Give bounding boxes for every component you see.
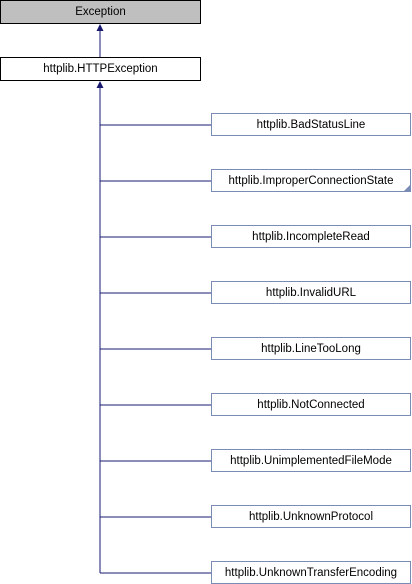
node-unimplementedfilemode[interactable]: httplib.UnimplementedFileMode — [211, 449, 411, 472]
node-exception[interactable]: Exception — [0, 0, 201, 24]
node-notconnected[interactable]: httplib.NotConnected — [211, 393, 411, 416]
node-unknownprotocol-label: httplib.UnknownProtocol — [248, 511, 373, 523]
node-badstatusline-label: httplib.BadStatusLine — [256, 119, 366, 131]
node-exception-label: Exception — [75, 6, 126, 18]
node-improperconnectionstate[interactable]: httplib.ImproperConnectionState — [211, 169, 411, 192]
node-badstatusline[interactable]: httplib.BadStatusLine — [211, 113, 411, 136]
node-incompleteread[interactable]: httplib.IncompleteRead — [211, 225, 411, 248]
arrowhead-parent — [96, 81, 104, 88]
node-improperconnectionstate-label: httplib.ImproperConnectionState — [228, 175, 394, 187]
node-unimplementedfilemode-label: httplib.UnimplementedFileMode — [230, 455, 392, 467]
node-unknowntransferencoding-label: httplib.UnknownTransferEncoding — [224, 567, 398, 579]
arrowhead-root — [96, 24, 104, 31]
node-unknownprotocol[interactable]: httplib.UnknownProtocol — [211, 505, 411, 528]
node-unknowntransferencoding[interactable]: httplib.UnknownTransferEncoding — [211, 561, 411, 584]
node-httpexception-label: httplib.HTTPException — [43, 63, 158, 75]
more-subclasses-indicator — [404, 185, 410, 191]
node-invalidurl[interactable]: httplib.InvalidURL — [211, 281, 411, 304]
node-linetoolong-label: httplib.LineTooLong — [261, 343, 361, 355]
node-notconnected-label: httplib.NotConnected — [257, 399, 365, 411]
node-linetoolong[interactable]: httplib.LineTooLong — [211, 337, 411, 360]
edge-branches — [100, 124, 211, 574]
node-incompleteread-label: httplib.IncompleteRead — [252, 231, 370, 243]
node-httplib-httpexception[interactable]: httplib.HTTPException — [0, 57, 201, 81]
node-invalidurl-label: httplib.InvalidURL — [265, 287, 357, 299]
